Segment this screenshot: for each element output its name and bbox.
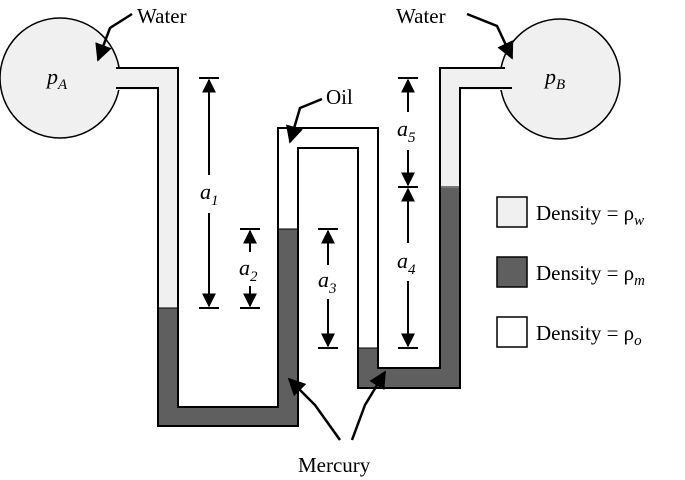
label-water-right: Water [396, 4, 446, 28]
left-leg-water [158, 88, 178, 310]
oil-top [278, 128, 378, 148]
leader-mercury-left [287, 377, 342, 441]
dim-label-a2: a2 [239, 255, 258, 285]
middle-leg-mercury [278, 229, 298, 426]
oil-right-leg [358, 128, 378, 348]
bulb-right-pressure: pB [543, 64, 565, 93]
legend-label-oil: Density = ρo [536, 321, 642, 349]
legend: Density = ρw Density = ρm Density = ρo [496, 196, 645, 349]
leader-oil [286, 97, 323, 144]
dim-label-a3: a3 [318, 267, 337, 297]
tube-inner-wall [116, 87, 512, 427]
label-mercury: Mercury [298, 453, 371, 477]
oil-left-leg [278, 128, 298, 229]
right-leg-water [440, 68, 460, 188]
dim-label-a1: a1 [200, 179, 219, 209]
label-water-left: Water [137, 4, 187, 28]
legend-label-mercury: Density = ρm [536, 261, 645, 289]
leader-water-right [466, 12, 514, 60]
legend-swatch-mercury [496, 256, 528, 288]
legend-label-water: Density = ρw [536, 201, 644, 229]
right-leg-mercury [440, 187, 460, 388]
dim-label-a4: a4 [397, 248, 416, 278]
left-connector-water [116, 68, 178, 90]
legend-swatch-oil [496, 316, 528, 348]
left-u-bottom-mercury [158, 407, 298, 426]
leader-mercury-right [350, 370, 387, 441]
left-leg-mercury [158, 308, 178, 426]
tube-outer-wall [116, 67, 505, 408]
leader-water-left [95, 12, 133, 62]
bulb-left-pressure: pA [45, 64, 68, 93]
dim-label-a5: a5 [397, 116, 416, 146]
right-connector-water [440, 68, 506, 90]
legend-swatch-water [496, 196, 528, 228]
label-oil: Oil [326, 85, 353, 109]
